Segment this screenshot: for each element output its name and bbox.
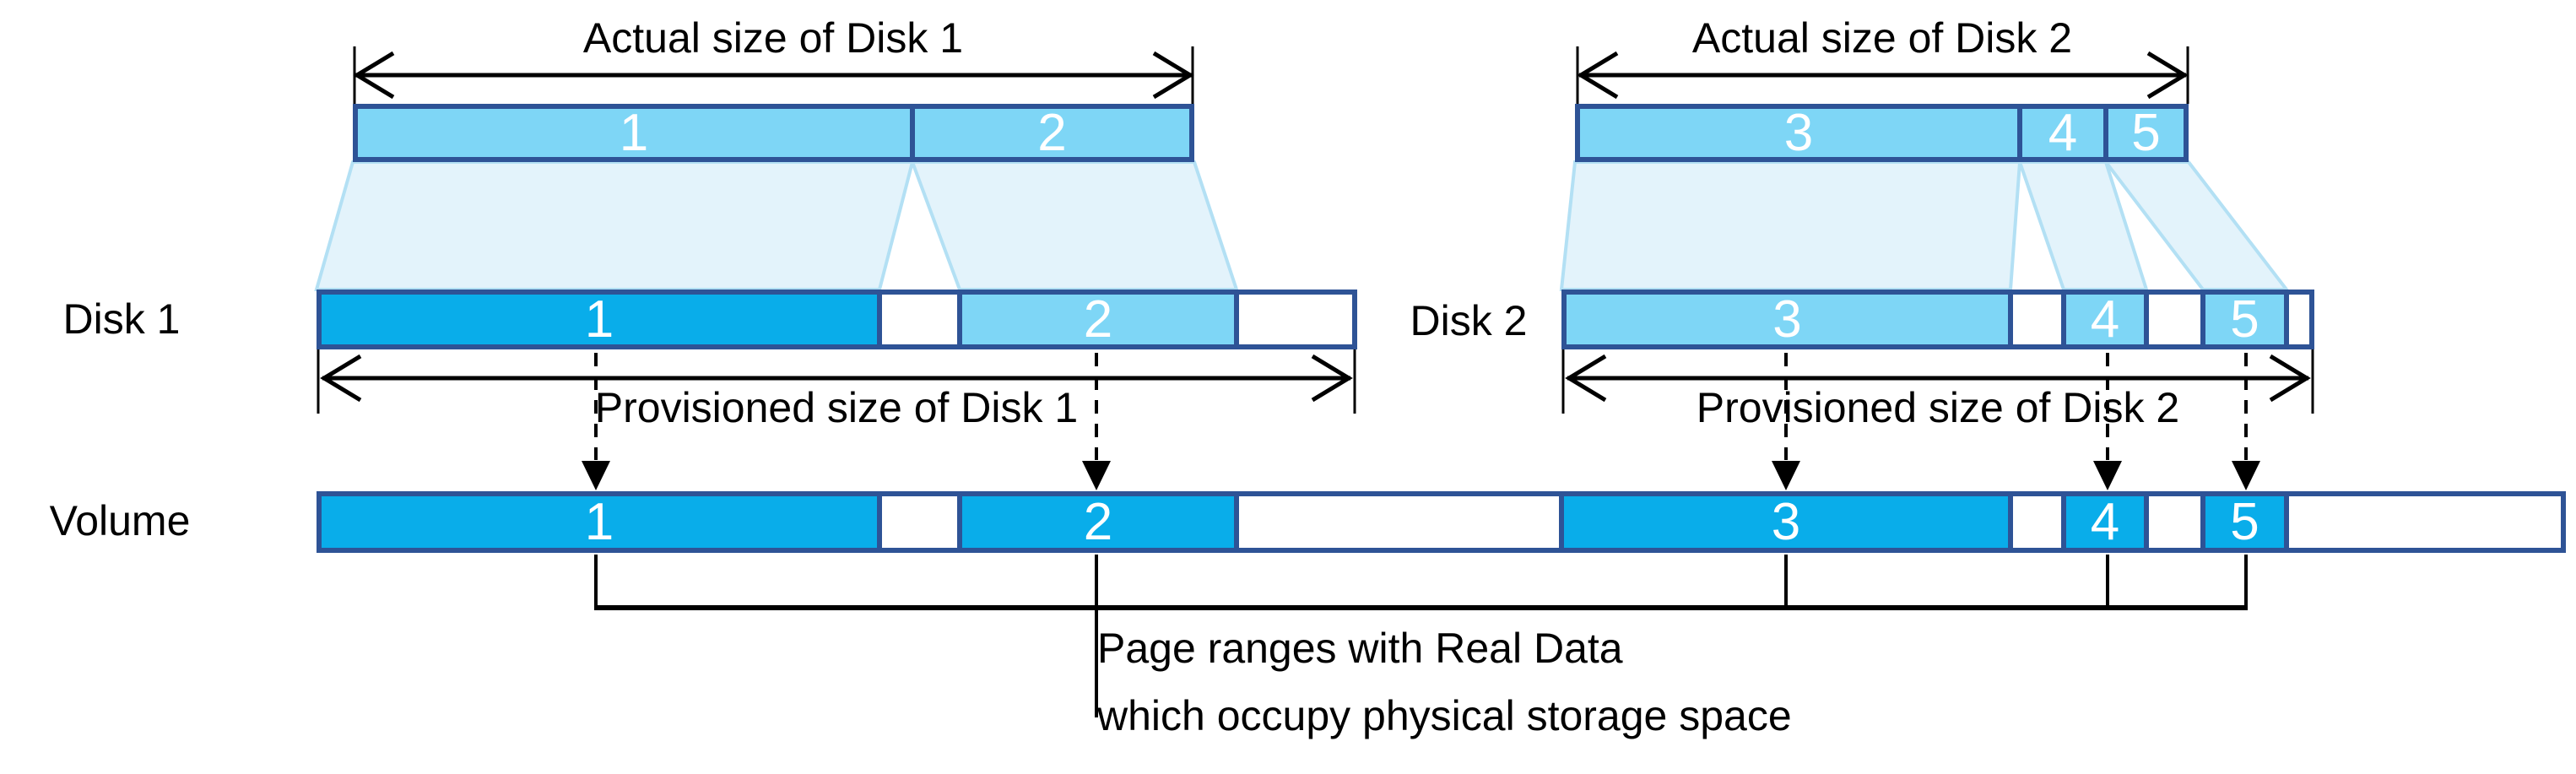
volume-segment-3: 3 [1564,495,2008,548]
dashed-arrow-seg3 [1772,353,1800,490]
disk1-provisioned-segment-2: 2 [962,293,1234,345]
disk2-empty-segment [2013,295,2061,344]
disk1-empty-segment [882,295,957,344]
disk2-empty-segment [2149,295,2200,344]
disk1-empty-segment [1239,295,1352,344]
provisioned-size-arrow-disk2 [1561,349,2314,414]
disk2-provisioned-segment-3: 3 [1567,293,2008,345]
disk2-actual-bar: 3 4 5 [1575,104,2189,162]
disk1-actual-bar: 1 2 [353,104,1194,162]
disk2-provisioned-segment-4: 4 [2066,293,2144,345]
page-ranges-bracket [594,555,2248,717]
mapping-fans [314,160,2291,291]
disk1-provisioned-bar: 1 2 [317,290,1357,349]
volume-segment-2: 2 [962,495,1234,548]
disk2-actual-segment-4: 4 [2022,106,2103,159]
page-ranges-annotation: Page ranges with Real Data which occupy … [1097,614,1792,750]
annotation-line-1: Page ranges with Real Data [1097,625,1623,672]
volume-empty-segment [2149,496,2200,548]
actual-size-label-disk2: Actual size of Disk 2 [1691,14,2073,62]
dashed-arrow-seg5 [2232,353,2260,490]
provisioned-size-label-disk2: Provisioned size of Disk 2 [1696,384,2180,431]
volume-segment-5: 5 [2205,495,2284,548]
volume-empty-segment [882,496,957,548]
volume-segment-1: 1 [322,495,877,548]
disk2-actual-segment-5: 5 [2108,106,2184,159]
volume-empty-segment [2013,496,2061,548]
provisioned-size-arrow-disk1 [317,349,1356,414]
disk2-empty-segment [2289,295,2309,344]
dashed-arrow-seg1 [582,353,610,490]
fan-disk1-seg2 [910,160,1239,291]
volume-empty-segment [2289,496,2561,548]
dashed-arrow-seg2 [1082,353,1111,490]
annotation-line-2: which occupy physical storage space [1097,692,1792,739]
actual-size-arrow-disk1 [353,46,1194,104]
segment-to-volume-arrows [582,353,2260,490]
disk1-actual-segment-2: 2 [915,106,1189,159]
disk2-provisioned-bar: 3 4 5 [1561,290,2314,349]
volume-segment-4: 4 [2066,495,2144,548]
volume-row-label: Volume [49,497,191,544]
actual-size-label-disk1: Actual size of Disk 1 [582,14,964,62]
volume-empty-segment [1239,496,1559,548]
disk2-actual-segment-3: 3 [1580,106,2017,159]
volume-bar: 1 2 3 4 5 [317,491,2566,553]
disk1-provisioned-segment-1: 1 [322,293,877,345]
fan-disk2-seg3 [1559,160,2022,291]
provisioned-size-label-disk1: Provisioned size of Disk 1 [594,384,1079,431]
fan-disk1-seg1 [314,160,915,291]
disk1-row-label: Disk 1 [62,295,181,343]
dashed-arrow-seg4 [2093,353,2122,490]
disk1-actual-segment-1: 1 [358,106,910,159]
disk2-row-label: Disk 2 [1410,297,1528,344]
actual-size-arrow-disk2 [1576,46,2189,104]
disk2-provisioned-segment-5: 5 [2205,293,2284,345]
